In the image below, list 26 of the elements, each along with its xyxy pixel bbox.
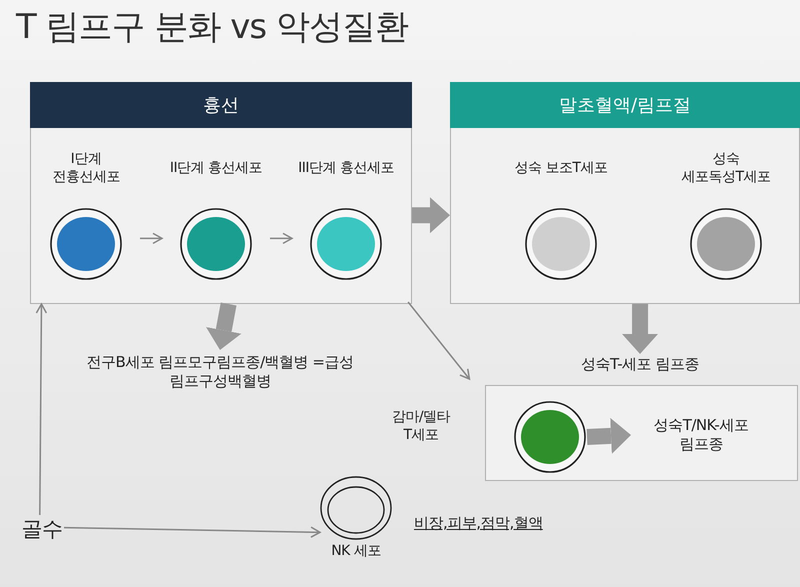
block-arrow <box>412 197 450 234</box>
block-arrow <box>586 418 631 454</box>
arrow <box>270 232 293 244</box>
panel-card <box>450 82 800 304</box>
title: T 림프구 분화 vs 악성질환 <box>16 6 408 49</box>
block-arrow <box>206 302 242 350</box>
cell-label: 성숙 세포독성T세포 <box>680 150 772 187</box>
cell-caption: 감마/델타 T세포 <box>390 408 452 444</box>
panel-header: 흉선 <box>30 82 412 128</box>
arrow <box>36 303 48 515</box>
arrow <box>64 526 321 538</box>
panel-card <box>30 82 412 304</box>
cell-label: III단계 흉선세포 <box>297 158 395 178</box>
note-text: 비장,피부,점막,혈액 <box>414 514 543 533</box>
text-label: 골수 <box>20 515 64 545</box>
cell-label: 성숙 보조T세포 <box>513 158 608 178</box>
cell-caption: NK 세포 <box>330 542 382 560</box>
arrow <box>408 302 470 380</box>
panel-header: 말초혈액/림프절 <box>450 82 800 128</box>
block-arrow <box>622 304 658 354</box>
cell-label: II단계 흉선세포 <box>168 158 264 178</box>
text-label: 전구B세포 림프모구림프종/백혈병 =급성 림프구성백혈병 <box>70 350 370 394</box>
text-label: 성숙T/NK-세포 림프종 <box>631 413 771 457</box>
text-label: 성숙T-세포 림프종 <box>555 354 725 376</box>
cell-label: I단계 전흉선세포 <box>51 150 121 187</box>
arrow <box>140 232 163 244</box>
